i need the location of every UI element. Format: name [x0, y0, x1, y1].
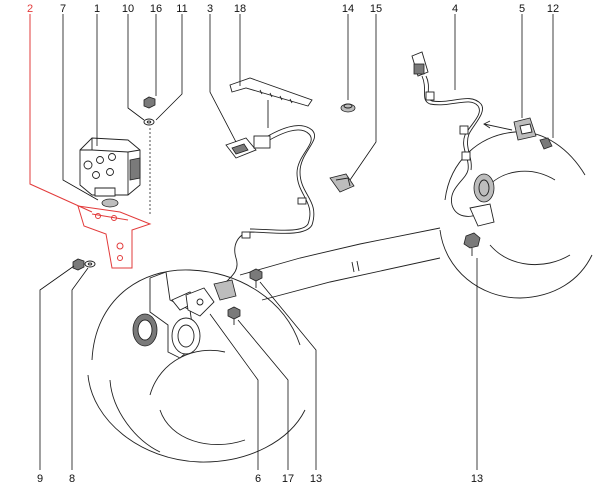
cable-clip — [329, 173, 355, 193]
callout-1: 1 — [94, 3, 100, 15]
front-left-wheel — [87, 269, 306, 463]
sensor-holder-6 — [185, 279, 237, 317]
leader-lines — [29, 14, 554, 470]
callout-15: 15 — [370, 3, 382, 15]
callout-16: 16 — [150, 3, 162, 15]
bolt-13-front — [249, 268, 263, 288]
callout-12: 12 — [547, 3, 559, 15]
steering-knuckle — [149, 271, 201, 359]
callout-5: 5 — [519, 3, 525, 15]
front-wheel-sensor-cable — [225, 125, 315, 283]
bolt-17 — [227, 306, 241, 325]
callout-9: 9 — [37, 473, 43, 485]
callout-14: 14 — [342, 3, 354, 15]
callout-6: 6 — [255, 473, 261, 485]
washer-8 — [84, 260, 96, 268]
callout-17: 17 — [282, 473, 294, 485]
callout-11: 11 — [176, 3, 187, 15]
mounting-bracket-highlighted — [77, 205, 152, 269]
callout-2: 2 — [27, 3, 33, 15]
abs-tone-ring — [132, 313, 158, 347]
callout-13-front: 13 — [310, 473, 322, 485]
axle-lines — [239, 227, 441, 301]
washer-10 — [143, 118, 155, 126]
rear-wheel-sensor-cable — [411, 51, 513, 217]
rear-hub — [463, 173, 495, 256]
screw-12 — [539, 137, 553, 150]
callout-10: 10 — [122, 3, 134, 15]
callout-3: 3 — [207, 3, 213, 15]
grommet — [340, 103, 356, 113]
rear-sensor-bracket-5 — [513, 117, 537, 141]
callout-8: 8 — [69, 473, 75, 485]
callout-18: 18 — [234, 3, 246, 15]
callout-4: 4 — [452, 3, 458, 15]
callout-7: 7 — [60, 3, 66, 15]
cable-tie — [229, 77, 313, 128]
callout-labels: 2 7 1 10 16 11 3 18 14 15 4 5 12 9 8 6 1… — [27, 3, 559, 485]
callout-13-rear: 13 — [471, 473, 483, 485]
abs-hydraulic-unit — [79, 137, 141, 208]
nut-16 — [143, 96, 156, 109]
rear-right-wheel — [439, 131, 593, 299]
nut-9 — [72, 258, 85, 271]
